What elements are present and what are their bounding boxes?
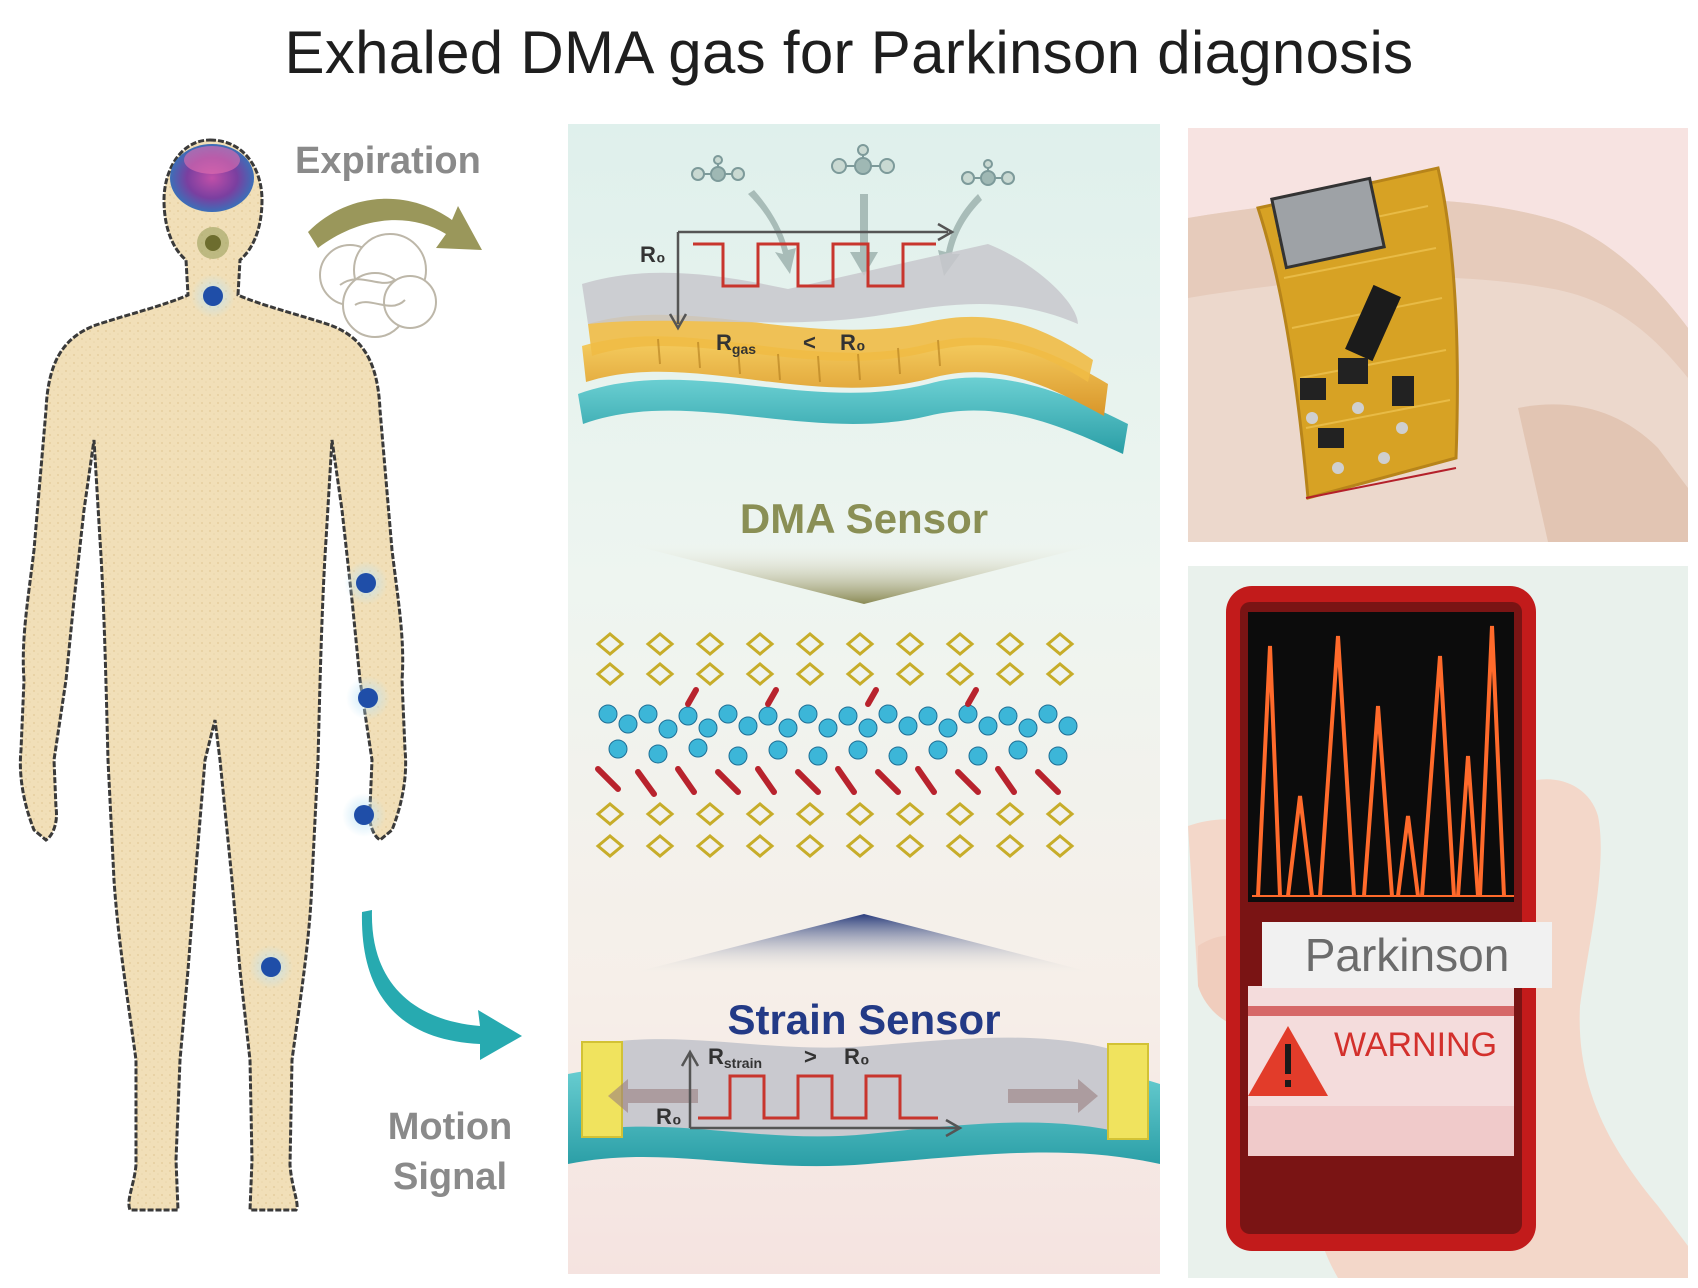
center-illustration: R₀ Rgas < R₀ bbox=[568, 144, 1160, 1167]
down-arrow-triangle bbox=[628, 544, 1098, 604]
motion-arrow-icon bbox=[361, 910, 522, 1060]
expiration-label: Expiration bbox=[295, 140, 481, 182]
dma-lt-text: < bbox=[803, 330, 816, 355]
strain-sensor-film bbox=[568, 1037, 1160, 1167]
dma-r0-right-text: R₀ bbox=[840, 330, 866, 355]
motion-label-line1: Motion bbox=[387, 1106, 513, 1148]
crystal-structure-graphic bbox=[595, 632, 1078, 858]
sensor-dots bbox=[191, 274, 390, 989]
warning-label: WARNING bbox=[1334, 1026, 1498, 1064]
human-body-illustration bbox=[18, 138, 522, 1212]
wrist-device-photo bbox=[1188, 128, 1688, 542]
strain-signal-plot bbox=[680, 1049, 963, 1138]
motion-label-line2: Signal bbox=[392, 1156, 508, 1198]
dma-signal-plot bbox=[668, 222, 955, 331]
strain-r0-left-text: R₀ bbox=[656, 1104, 682, 1129]
parkinson-label: Parkinson bbox=[1262, 922, 1552, 988]
strain-sensor-label: Strain Sensor bbox=[727, 996, 1001, 1043]
expiration-arrow-icon bbox=[308, 198, 482, 250]
strain-r0-right-text: R₀ bbox=[844, 1044, 870, 1069]
strain-r-text: Rstrain bbox=[708, 1044, 762, 1071]
breath-cloud-icon bbox=[319, 233, 437, 338]
strain-gt-text: > bbox=[804, 1044, 817, 1069]
up-arrow-triangle bbox=[628, 914, 1098, 974]
body-silhouette bbox=[18, 138, 408, 1212]
figure-title: Exhaled DMA gas for Parkinson diagnosis bbox=[284, 19, 1414, 86]
dma-r0-text: R₀ bbox=[640, 242, 666, 267]
dma-sensor-stack bbox=[578, 244, 1128, 454]
signal-spike-plot bbox=[1252, 625, 1514, 897]
dma-sensor-label: DMA Sensor bbox=[739, 495, 989, 542]
hand-graphic bbox=[1188, 779, 1688, 1278]
dma-molecule-icons bbox=[691, 144, 1015, 186]
motion-signal-label: Motion Signal bbox=[360, 1102, 540, 1202]
dma-rgas-text: Rgas bbox=[716, 330, 756, 357]
